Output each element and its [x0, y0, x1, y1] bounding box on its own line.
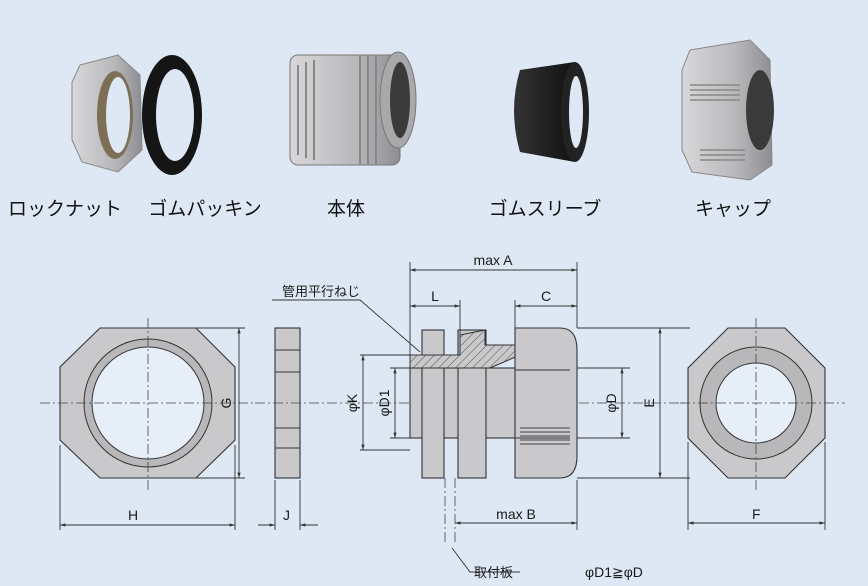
dim-max-a: max A: [474, 252, 514, 268]
label-lock-nut: ロックナット: [8, 198, 122, 220]
lock-nut-photo: [71, 54, 143, 173]
dim-c: C: [541, 288, 551, 304]
dim-h: H: [128, 507, 138, 523]
dim-l: L: [431, 288, 439, 304]
dim-j: J: [283, 507, 290, 523]
mounting-plate-annotation: 取付板: [474, 566, 513, 581]
dim-f: F: [752, 506, 761, 522]
rubber-gasket-photo: [142, 55, 202, 175]
dim-max-b: max B: [496, 506, 536, 522]
dim-phi-d1: φD1: [376, 389, 392, 416]
thread-annotation: 管用平行ねじ: [282, 285, 360, 300]
locknut-side-view: [255, 327, 690, 530]
label-body: 本体: [327, 198, 365, 220]
label-rubber-gasket: ゴムパッキン: [148, 198, 261, 220]
gland-side-section: [272, 262, 690, 573]
condition-note: φD1≧φD: [585, 564, 643, 580]
locknut-front-view: [40, 318, 255, 530]
label-rubber-sleeve: ゴムスリーブ: [489, 197, 602, 220]
dim-e: E: [641, 398, 657, 407]
cap-front-view: [680, 318, 845, 530]
dim-phi-d: φD: [603, 393, 619, 412]
body-photo: [289, 51, 417, 166]
cap-photo: [681, 39, 774, 181]
rubber-sleeve-photo: [514, 62, 589, 162]
dim-g: G: [218, 398, 234, 409]
dim-phi-k: φK: [344, 393, 360, 412]
label-cap: キャップ: [695, 198, 771, 220]
